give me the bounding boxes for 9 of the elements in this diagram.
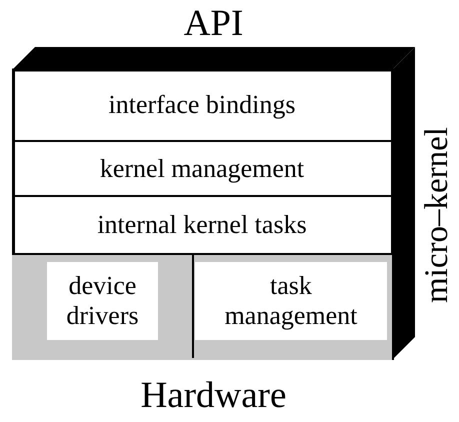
module-label: task management: [224, 270, 358, 332]
layer-label: kernel management: [100, 154, 304, 184]
hardware-layer-band: [12, 255, 392, 360]
rotated-side-label: micro–kernel: [418, 126, 456, 305]
layer-label: interface bindings: [108, 90, 296, 120]
layer-label: internal kernel tasks: [97, 210, 307, 240]
top-label: API: [182, 4, 244, 44]
bottom-label: Hardware: [140, 376, 288, 416]
module-label: device drivers: [65, 270, 140, 332]
